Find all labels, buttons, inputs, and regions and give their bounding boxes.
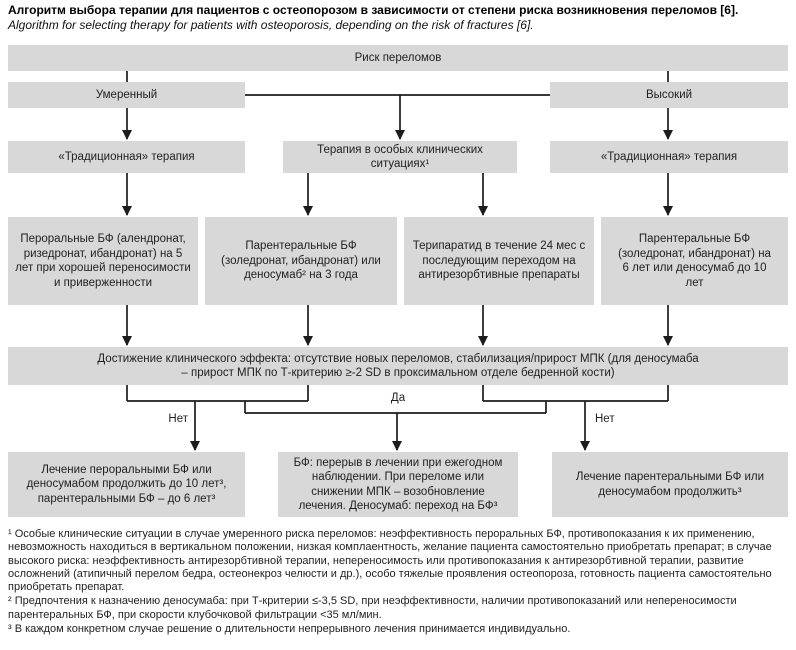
node-high-risk: Высокий [550, 82, 788, 108]
node-special-clinical-situations: Терапия в особых клинических ситуациях¹ [283, 141, 517, 173]
node-bp-drug-holiday: БФ: перерыв в лечении при ежегодном набл… [278, 452, 518, 517]
figure-title-block: Алгоритм выбора терапии для пациентов с … [8, 3, 792, 33]
node-moderate-risk: Умеренный [8, 82, 245, 108]
edge-label-no-right: Нет [595, 413, 635, 426]
figure-title-en: Algorithm for selecting therapy for pati… [8, 18, 534, 32]
node-traditional-therapy-left: «Традиционная» терапия [8, 141, 245, 173]
arrow-edges [121, 95, 674, 452]
node-continue-parenteral-treatment: Лечение парентеральными БФ или деносумаб… [552, 452, 788, 517]
node-oral-bisphosphonates: Пероральные БФ (алендронат, ризедронат, … [8, 217, 198, 305]
node-clinical-effect: Достижение клинического эффекта: отсутст… [8, 347, 788, 385]
footnote-1: ¹ Особые клинические ситуации в случае у… [8, 528, 772, 594]
plain-edges [126, 71, 669, 414]
node-traditional-therapy-right: «Традиционная» терапия [550, 141, 788, 173]
node-parenteral-bp-denosumab-3y: Парентеральные БФ (золедронат, ибандрона… [205, 217, 397, 305]
edge-label-yes: Да [383, 392, 413, 405]
footnotes-block: ¹ Особые клинические ситуации в случае у… [8, 528, 792, 637]
node-teriparatide-24m: Терипаратид в течение 24 мес с последующ… [404, 217, 594, 305]
figure-title-ru: Алгоритм выбора терапии для пациентов с … [8, 3, 739, 17]
edge-label-no-left: Нет [148, 413, 188, 426]
node-fracture-risk: Риск переломов [8, 45, 788, 71]
node-continue-oral-treatment: Лечение пероральными БФ или деносумабом … [8, 452, 245, 517]
node-parenteral-bp-denosumab-10y: Парентеральные БФ (золедронат, ибандрона… [601, 217, 788, 305]
footnote-2: ² Предпочтения к назначению деносумаба: … [8, 595, 737, 621]
footnote-3: ³ В каждом конкретном случае решение о д… [8, 623, 571, 636]
